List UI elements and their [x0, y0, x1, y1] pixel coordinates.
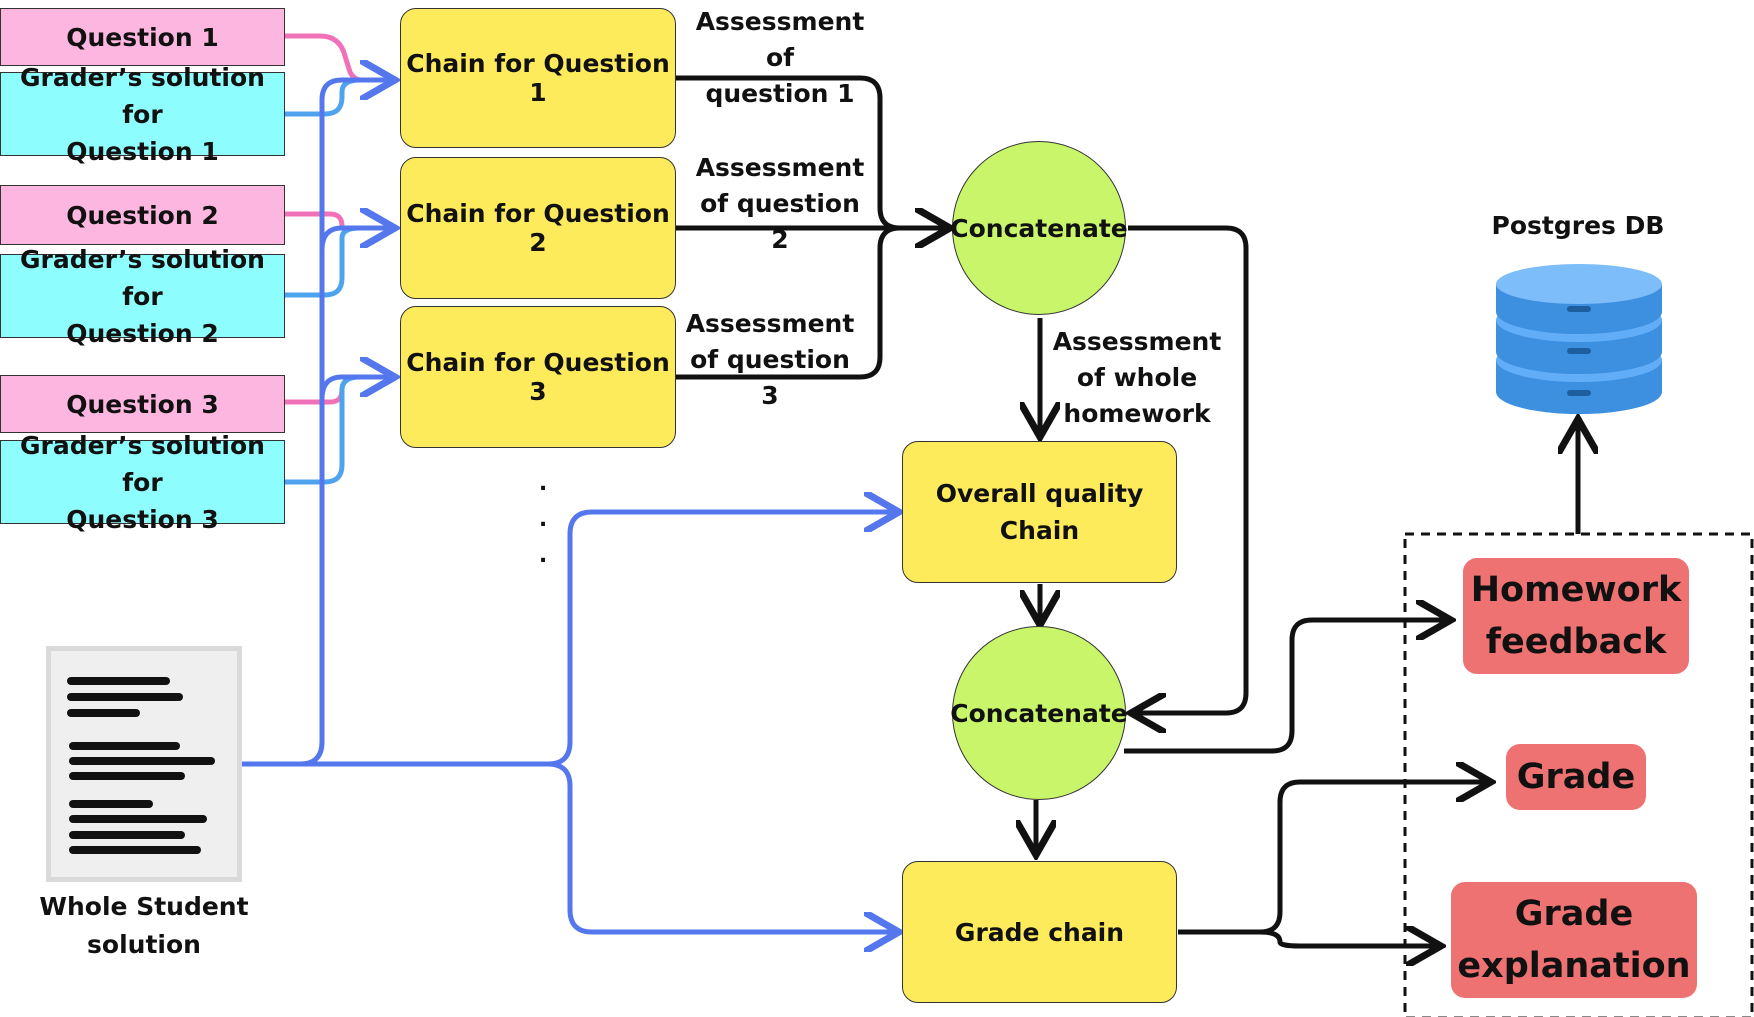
question-3-box: Question 3: [0, 375, 285, 433]
concatenate-bottom-label: Concatenate: [950, 698, 1128, 728]
whole-student-solution-label: Whole Student solution: [39, 892, 249, 959]
student-to-grade: [547, 761, 894, 932]
student-to-overall: [300, 512, 894, 767]
student-to-c2: [319, 228, 390, 251]
ellipsis-dots: . . .: [538, 471, 548, 568]
student-to-c3: [319, 377, 390, 400]
assessment-connectors: [676, 75, 1578, 946]
question-1-box: Question 1: [0, 8, 285, 66]
chain-question-2: Chain for Question 2: [400, 157, 676, 299]
grade-chain: Grade chain: [902, 861, 1177, 1003]
question-1-label: Question 1: [66, 22, 219, 52]
solution-2-box: Grader’s solution for Question 2: [0, 245, 285, 348]
database-icon: [1496, 264, 1662, 414]
grade-output: Grade: [1506, 744, 1646, 810]
grade-explanation-output: Grade explanation: [1451, 882, 1697, 998]
solution-3-box: Grader’s solution for Question 3: [0, 431, 285, 534]
grade-output-label: Grade: [1516, 757, 1636, 797]
solution-3-label: Grader’s solution for Question 3: [20, 430, 265, 534]
grade-to-explanation: [1259, 932, 1436, 946]
concat2-to-feedback: [1124, 620, 1446, 754]
q3-connector: [285, 388, 345, 405]
document-lines: [67, 677, 215, 854]
solution-1-label: Grader’s solution for Question 1: [20, 62, 265, 166]
assessment-whole-homework-label: Assessment of whole homework: [1052, 327, 1222, 428]
c3-to-concat: [676, 225, 901, 380]
chain-question-2-label: Chain for Question 2: [406, 199, 670, 257]
assessment-question-2-label: Assessment of question 2: [695, 153, 865, 254]
question-2-label: Question 2: [66, 200, 219, 230]
homework-feedback-label: Homework feedback: [1470, 570, 1682, 662]
solution-2-label: Grader’s solution for Question 2: [20, 244, 265, 348]
grade-explanation-label: Grade explanation: [1457, 894, 1691, 986]
question-2-box: Question 2: [0, 185, 285, 245]
postgres-db-label: Postgres DB: [1491, 211, 1665, 240]
solution-1-box: Grader’s solution for Question 1: [0, 63, 285, 166]
student-connectors: [242, 80, 894, 932]
grade-to-grade-output: [1178, 782, 1486, 935]
q2-connector: [285, 211, 345, 228]
overall-quality-chain-label: Overall quality Chain: [935, 479, 1144, 545]
assessment-question-3-label: Assessment of question 3: [685, 309, 855, 410]
concat-to-concat2: [1128, 225, 1249, 713]
chain-question-3: Chain for Question 3: [400, 306, 676, 448]
assessment-question-1-label: Assessment of question 1: [695, 7, 865, 108]
concatenate-top-label: Concatenate: [950, 213, 1128, 243]
concatenate-node-bottom: Concatenate: [950, 626, 1128, 800]
q1-connector: [285, 33, 398, 83]
concatenate-node-top: Concatenate: [950, 141, 1128, 315]
chain-question-1: Chain for Question 1: [400, 8, 676, 148]
chain-question-1-label: Chain for Question 1: [406, 49, 670, 107]
question-3-label: Question 3: [66, 389, 219, 419]
grade-chain-label: Grade chain: [954, 917, 1125, 947]
overall-quality-chain: Overall quality Chain: [902, 441, 1177, 583]
chain-question-3-label: Chain for Question 3: [406, 348, 670, 406]
homework-feedback-output: Homework feedback: [1463, 558, 1689, 674]
document-icon: [46, 646, 242, 882]
